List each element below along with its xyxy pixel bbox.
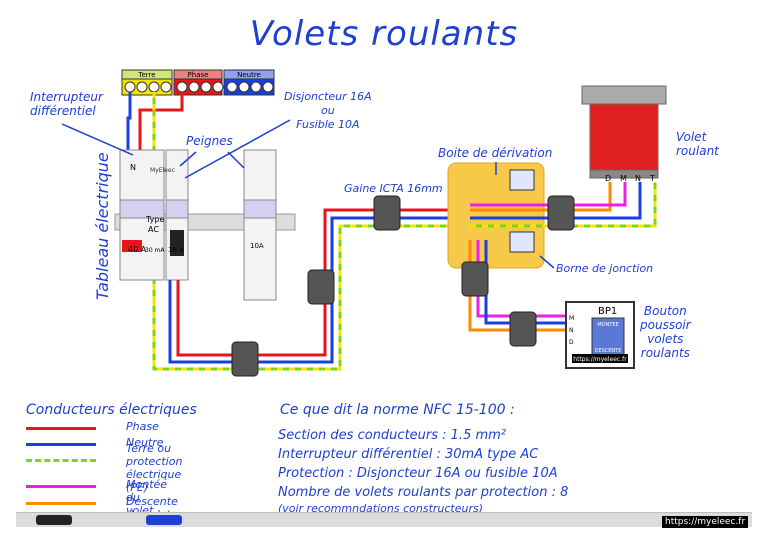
legend-label: Neutre [126, 436, 164, 449]
disj3-rating-label: 10A [250, 242, 264, 250]
tableau-label: Tableau électrique [93, 152, 112, 300]
legend-swatch [26, 442, 96, 446]
legend-label: Phase [126, 420, 159, 433]
blue-marker-icon [146, 515, 182, 525]
terminal-terre-label: Terre [137, 71, 155, 79]
inter-rating-label: 40 A [128, 245, 147, 254]
norm-line: Protection : Disjoncteur 16A ou fusible … [278, 466, 558, 481]
bp1-descente-label: DESCENTE [595, 348, 622, 354]
bp1-url: https://myeleec.fr [573, 356, 627, 363]
inter-type-label: Type [145, 215, 164, 224]
breaker-16a [165, 149, 189, 281]
bp1-terminals: M N D [569, 315, 574, 346]
junction-terminals [509, 169, 535, 253]
norm-title: Ce que dit la norme NFC 15-100 : [280, 402, 515, 418]
disj-rating-label: 16 A [168, 246, 184, 254]
peignes-label: Peignes [186, 134, 233, 148]
page-title: Volets roulants [249, 14, 519, 54]
norm-line: Nombre de volets roulants par protection… [278, 485, 569, 500]
terminal-bars [121, 69, 275, 96]
norm-line: (voir recommndations constructeurs) [278, 502, 484, 515]
inter-ac-label: AC [148, 225, 159, 234]
volet-term-n: N [635, 174, 641, 183]
shutter-terminals: D M N T [605, 174, 655, 183]
bp1-label: BP1 [598, 306, 617, 317]
legend-item: Descente du volet [26, 495, 178, 521]
legend-swatch [26, 484, 96, 488]
wiring-diagram: Terre Phase Neutre N 40 A 30 mA Type AC [61, 69, 667, 377]
brand-label: MyEleec [150, 167, 175, 174]
bp1-term-m: M [569, 315, 574, 322]
legend-title: Conducteurs électriques [26, 402, 197, 418]
legend-item: Phase [26, 420, 159, 436]
pointer-lines [61, 119, 555, 269]
bp1-term-n: N [569, 327, 574, 334]
legend-swatch [26, 426, 96, 430]
boite-label: Boite de dérivation [438, 146, 553, 160]
bp1-term-d: D [569, 339, 574, 346]
roller-shutter [581, 85, 667, 179]
push-button [565, 301, 635, 369]
terminal-neutre-label: Neutre [237, 71, 261, 79]
legend-item: Neutre [26, 436, 164, 452]
volet-term-m: M [620, 174, 627, 183]
bp1-montee-label: MONTEE [597, 322, 618, 328]
differential-switch: N [119, 149, 165, 281]
inter-sens-label: 30 mA [145, 247, 165, 254]
volet-term-t: T [649, 174, 655, 183]
terminal-phase-label: Phase [188, 71, 209, 79]
volet-term-d: D [605, 174, 611, 183]
legend-swatch [26, 458, 96, 462]
black-marker-icon [36, 515, 72, 525]
inter-pole-label: N [130, 163, 136, 172]
norm-line: Interrupteur différentiel : 30mA type AC [278, 447, 539, 462]
borne-label: Borne de jonction [556, 262, 654, 275]
cable-glands [231, 195, 575, 377]
legend-item: Montée du volet [26, 478, 167, 517]
legend-swatch [26, 501, 96, 505]
breaker-module [243, 149, 277, 301]
footer-url: https://myeleec.fr [662, 516, 749, 528]
marker-tray [16, 512, 752, 527]
gaine-label: Gaine ICTA 16mm [344, 182, 443, 195]
norm-line: Section des conducteurs : 1.5 mm² [278, 428, 507, 443]
